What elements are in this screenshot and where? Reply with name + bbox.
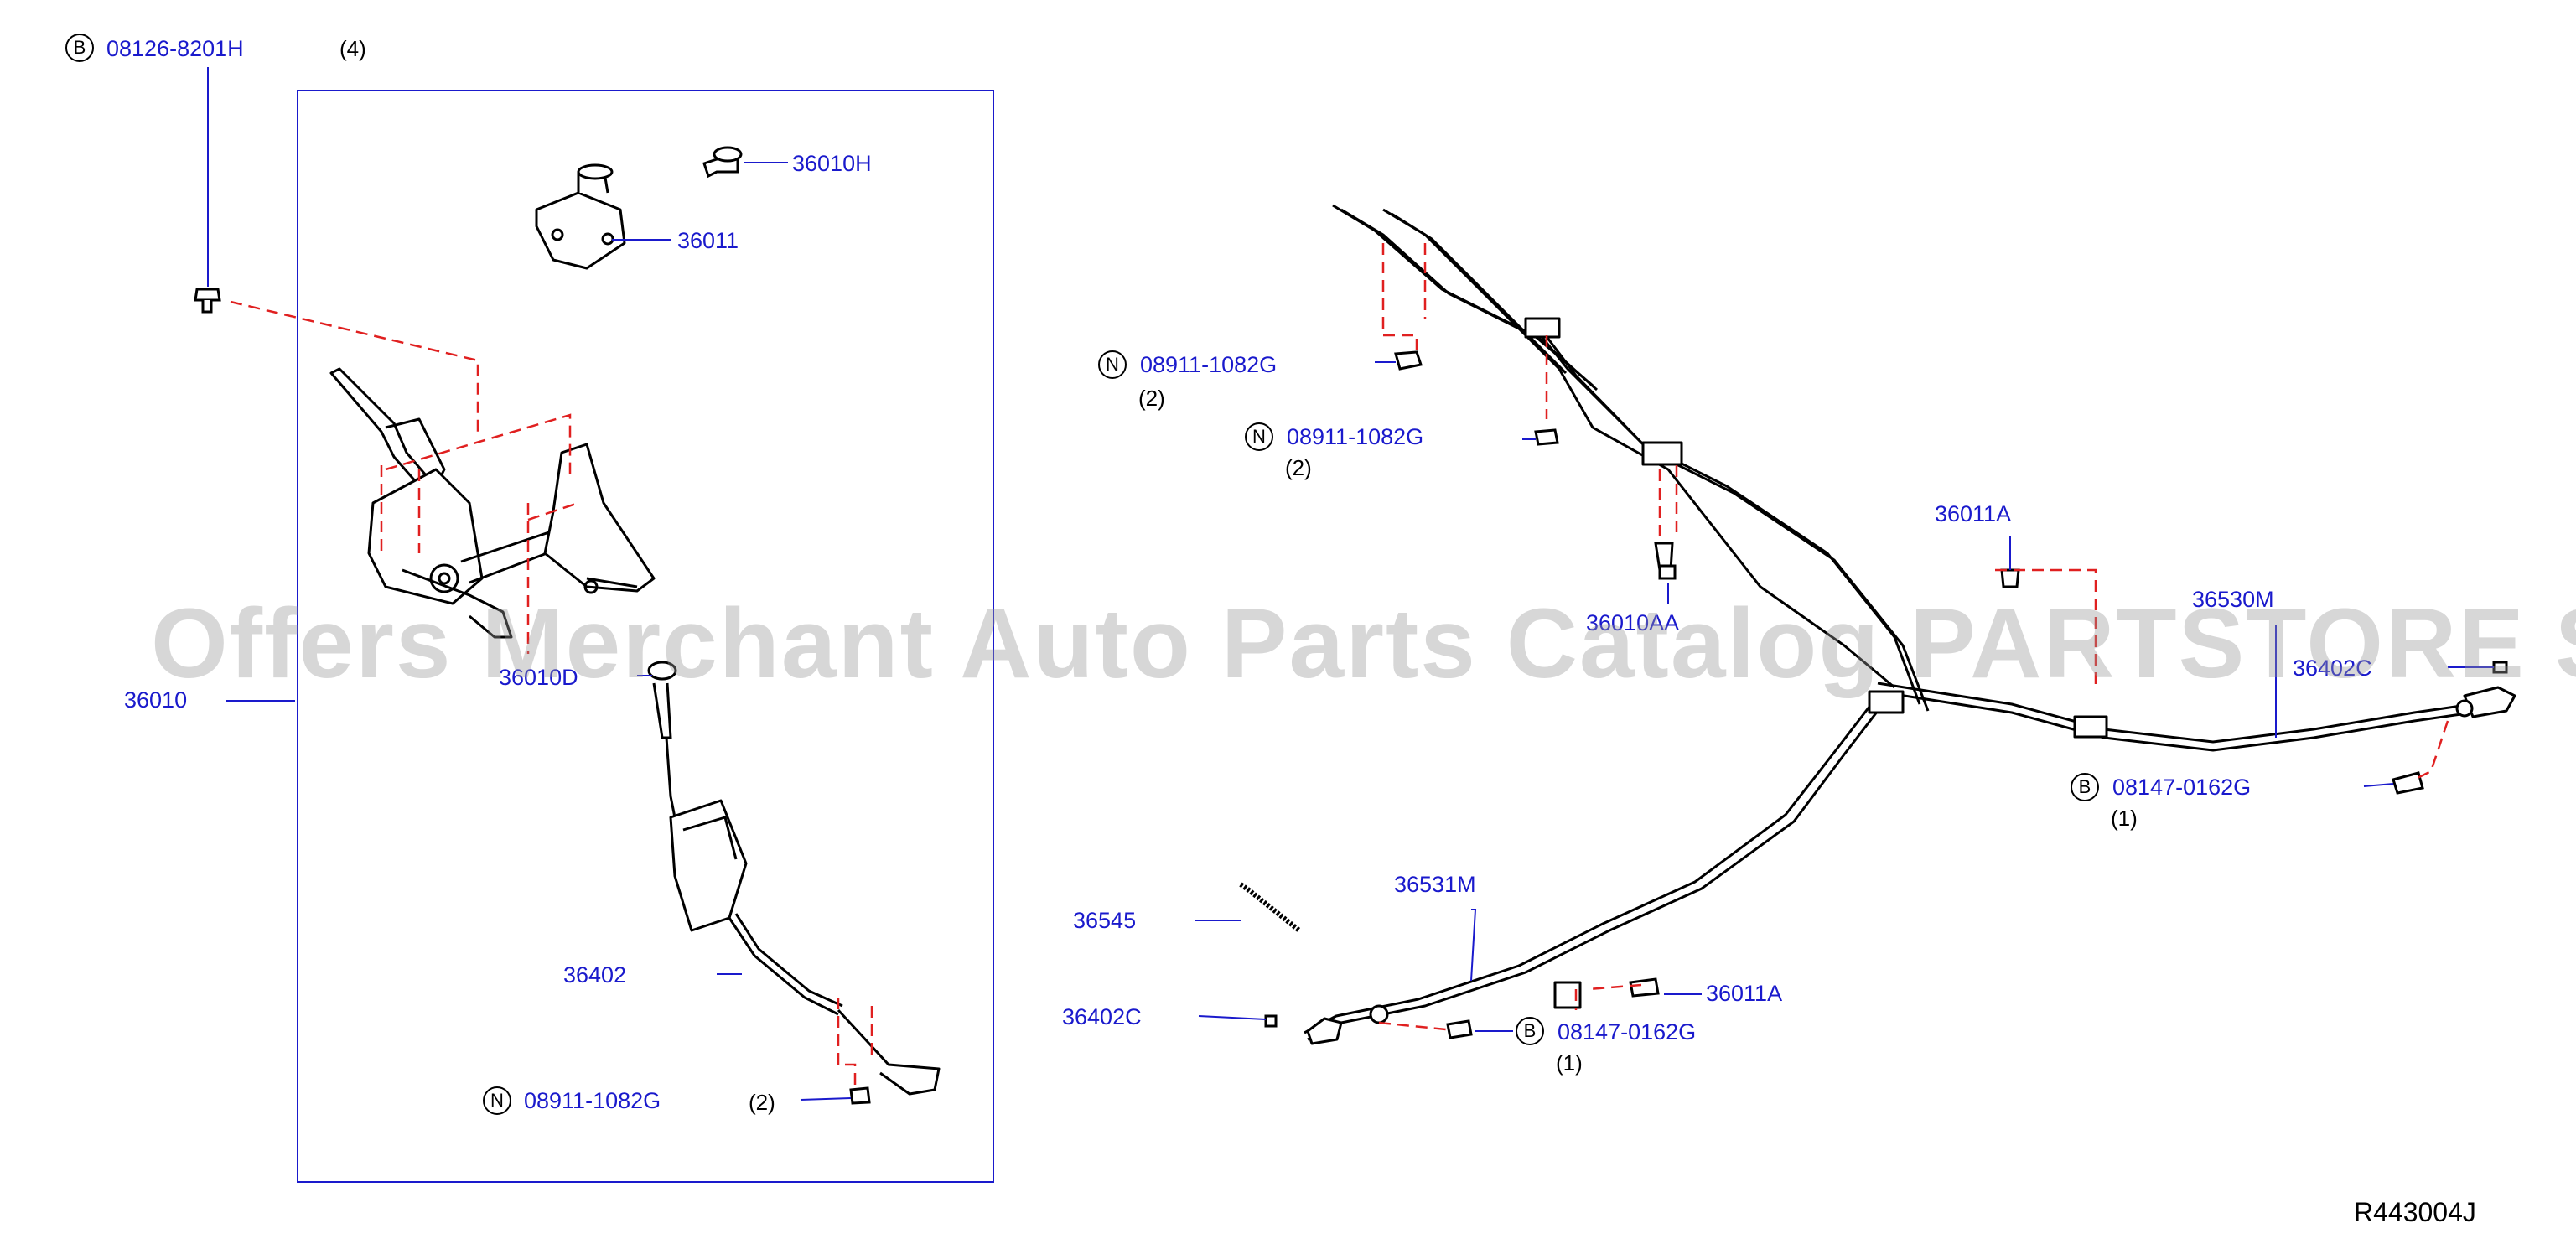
- brake-lever-assembly: [329, 367, 656, 639]
- fasteners-right: [849, 350, 2508, 1105]
- dashed-guides: [230, 243, 2449, 1090]
- part-label-08911-1082G-top1[interactable]: 08911-1082G: [1140, 352, 1278, 377]
- nut-badge-top1: N: [1098, 350, 1127, 379]
- part-label-08911-1082G-top2[interactable]: 08911-1082G: [1287, 424, 1424, 449]
- bolt-36010H: [702, 146, 743, 179]
- part-label-36402[interactable]: 36402: [563, 962, 627, 987]
- bolt-badge-right: B: [2071, 773, 2099, 801]
- part-label-08911-1082G-left[interactable]: 08911-1082G: [524, 1088, 661, 1113]
- part-label-36010H[interactable]: 36010H: [792, 151, 872, 176]
- part-label-36530M[interactable]: 36530M: [2192, 587, 2274, 612]
- bolt-badge: B: [65, 34, 94, 62]
- qty-08126-8201H: (4): [339, 36, 366, 61]
- nut-badge-top2: N: [1245, 422, 1273, 451]
- part-label-36011A-bottom[interactable]: 36011A: [1706, 981, 1783, 1006]
- part-label-36402C-left[interactable]: 36402C: [1062, 1004, 1142, 1029]
- qty-08911-1082G-top2: (2): [1285, 455, 1312, 480]
- watermark: Offers Merchant Auto Parts Catalog PARTS…: [151, 588, 2576, 699]
- bolt-badge-bottom: B: [1516, 1017, 1544, 1045]
- part-label-36545[interactable]: 36545: [1073, 908, 1137, 933]
- part-label-36010AA[interactable]: 36010AA: [1586, 610, 1680, 635]
- bolt-08126: [194, 288, 221, 314]
- diagram-reference-code: R443004J: [2354, 1197, 2476, 1227]
- assembly-frame: [297, 90, 994, 1183]
- part-label-08147-0162G-bottom[interactable]: 08147-0162G: [1558, 1019, 1697, 1044]
- part-label-08147-0162G-right[interactable]: 08147-0162G: [2112, 775, 2252, 800]
- qty-08911-1082G-top1: (2): [1138, 386, 1165, 411]
- qty-08147-0162G-bottom: (1): [1556, 1050, 1583, 1076]
- rear-cables: [1239, 204, 2516, 1045]
- latch-36011: [535, 163, 626, 270]
- part-label-36531M[interactable]: 36531M: [1394, 872, 1476, 897]
- nut-badge-left: N: [483, 1086, 511, 1115]
- part-label-08126-8201H[interactable]: 08126-8201H: [106, 36, 244, 61]
- part-label-36011A-top[interactable]: 36011A: [1935, 501, 2012, 526]
- front-cable-36402: [665, 737, 941, 1096]
- part-label-36010[interactable]: 36010: [124, 687, 188, 713]
- part-label-36010D[interactable]: 36010D: [499, 665, 578, 690]
- part-label-36402C-right[interactable]: 36402C: [2293, 656, 2372, 681]
- qty-08147-0162G-right: (1): [2111, 806, 2138, 831]
- leader-lines: [207, 67, 2494, 1101]
- qty-08911-1082G-left: (2): [749, 1090, 775, 1115]
- part-label-36011[interactable]: 36011: [677, 228, 739, 253]
